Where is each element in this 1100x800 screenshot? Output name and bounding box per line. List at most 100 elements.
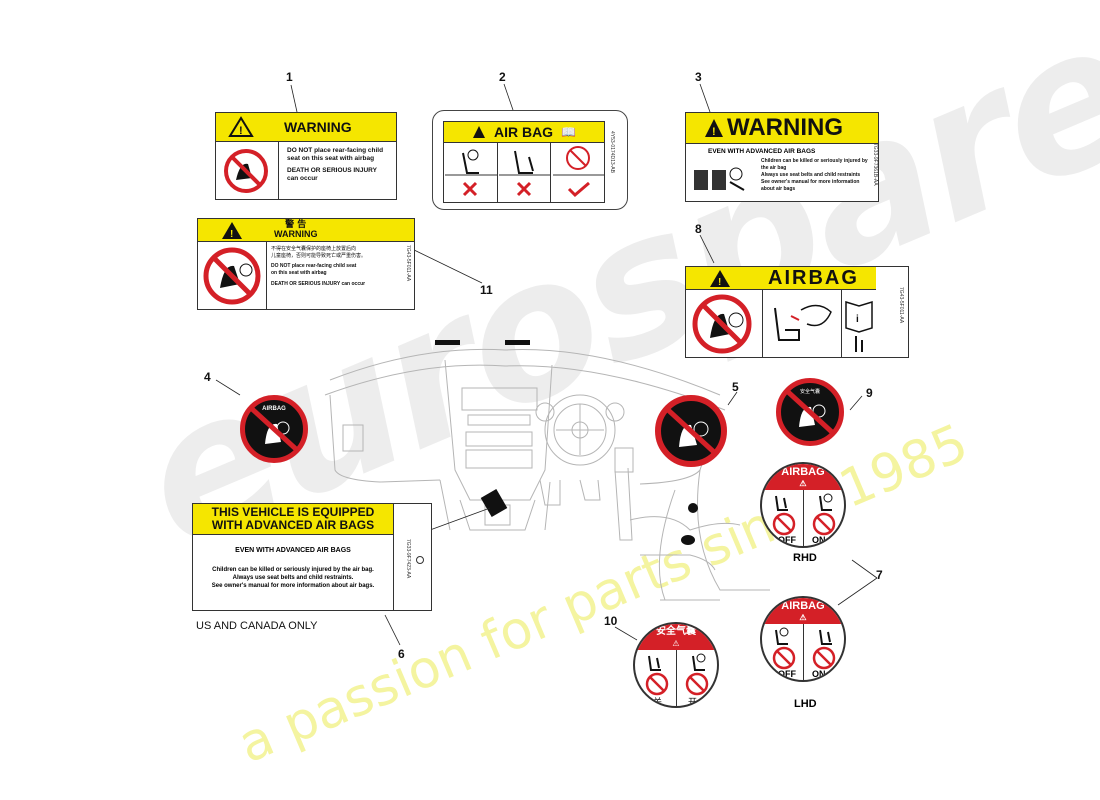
- warning-triangle-icon: !: [228, 116, 254, 137]
- label-3-subtitle: EVEN WITH ADVANCED AIR BAGS: [708, 148, 816, 155]
- label-4-airbag-disc: AIRBAG: [240, 395, 308, 463]
- label-4-text: AIRBAG: [262, 406, 286, 412]
- label-6-advanced-airbags: THIS VEHICLE IS EQUIPPED WITH ADVANCED A…: [192, 503, 432, 611]
- no-rear-facing-seat-icon: [785, 389, 835, 435]
- airbag-seat-icon: [445, 149, 498, 197]
- label-6-partno: 7G33-9F7423-AA: [405, 539, 411, 579]
- label-7-rhd-caption: RHD: [793, 552, 817, 564]
- callout-11: 11: [480, 283, 493, 297]
- label-3-partno: 7G33-9F7361B-AA: [872, 143, 878, 186]
- label-3-bullet2: Always use seat belts and child restrain…: [761, 172, 861, 178]
- label-8-partno: 7G43-5F011-AA: [898, 287, 904, 324]
- svg-text:!: !: [239, 125, 243, 137]
- off-on-seat-icons: [772, 627, 836, 670]
- label-3-bullet3a: See owner's manual for more information: [761, 179, 860, 185]
- label-1-line4: can occur: [287, 175, 318, 182]
- label-8-title: AIRBAG: [768, 266, 859, 289]
- label-11-line2: on this seat with airbag: [271, 270, 327, 276]
- label-3-bullet3b: about air bags: [761, 186, 796, 192]
- warning-triangle-icon: !: [222, 222, 242, 240]
- callout-4: 4: [204, 370, 211, 384]
- label-9-airbag-disc-chinese: 安全气囊: [776, 378, 844, 446]
- callout-10: 10: [604, 614, 618, 628]
- label-6-sub: EVEN WITH ADVANCED AIR BAGS: [235, 547, 351, 554]
- label-6-head1: THIS VEHICLE IS EQUIPPED: [211, 505, 375, 519]
- warning-triangle-icon: ⚠: [799, 613, 807, 622]
- label-9-text: 安全气囊: [799, 389, 820, 395]
- label-11-warning-chinese: ! 警 告 WARNING 不得在安全气囊保护的座椅上放置后向 儿童座椅，否则可…: [197, 218, 415, 310]
- label-10-off: 关: [653, 698, 663, 708]
- label-3-title: WARNING: [727, 114, 843, 141]
- airbag-deploy-icon: [774, 304, 832, 341]
- label-11-cn1: 不得在安全气囊保护的座椅上放置后向: [271, 246, 357, 252]
- warning-triangle-icon: ⚠: [799, 479, 807, 488]
- label-11-partno: 7G43-5F011-AA: [405, 245, 411, 282]
- svg-text:!: !: [712, 126, 716, 138]
- warning-triangle-icon: !: [705, 119, 723, 138]
- label-11-title-cn: 警 告: [285, 220, 307, 230]
- label-3-bullet1a: Children can be killed or seriously inju…: [761, 158, 868, 164]
- label-7-rhd-off: OFF: [778, 535, 796, 545]
- svg-text:i: i: [856, 314, 859, 325]
- label-1-title: WARNING: [284, 119, 352, 135]
- label-7-rhd-disc: AIRBAG ⚠ OFF ON: [760, 462, 846, 548]
- label-6-caption: US AND CANADA ONLY: [196, 620, 318, 632]
- label-10-airbag-disc-chinese: 安全气囊 ⚠ 关 开: [633, 622, 719, 708]
- label-1-warning: ! WARNING DO NOT place rear-facing child…: [215, 112, 397, 200]
- label-1-line3: DEATH OR SERIOUS INJURY: [287, 167, 377, 174]
- callout-3: 3: [695, 70, 702, 84]
- warning-triangle-icon: [472, 126, 485, 138]
- warning-triangle-icon: !: [710, 270, 730, 288]
- no-rear-facing-seat-icon: [665, 407, 717, 455]
- label-6-l2: Always use seat belts and child restrain…: [232, 575, 354, 581]
- label-2-title: AIR BAG: [493, 124, 554, 140]
- label-10-on: 开: [688, 698, 698, 708]
- no-rear-facing-seat-icon: [203, 247, 261, 305]
- label-7-lhd-on: ON: [812, 669, 826, 679]
- label-6-head2: WITH ADVANCED AIR BAGS: [211, 518, 375, 532]
- label-1-line2: seat on this seat with airbag: [287, 155, 375, 162]
- callout-7: 7: [876, 568, 883, 582]
- label-2-airbag: AIR BAG 📖 4Y53-0174D13-AB: [432, 110, 628, 210]
- mounting-hole: [416, 556, 424, 564]
- label-11-cn2: 儿童座椅，否则可能导致死亡或严重伤害。: [271, 253, 367, 259]
- label-7-rhd-title: AIRBAG: [781, 466, 825, 478]
- callout-8: 8: [695, 222, 702, 236]
- callout-1: 1: [286, 70, 293, 84]
- callout-6: 6: [398, 647, 405, 661]
- label-11-title: WARNING: [274, 229, 318, 239]
- label-6-l3: See owner's manual for more information …: [211, 583, 375, 589]
- label-7-lhd-caption: LHD: [794, 698, 817, 710]
- label-6-l1: Children can be killed or seriously inju…: [212, 567, 374, 573]
- no-rear-facing-seat-icon: [224, 149, 268, 193]
- label-8-airbag: ! AIRBAG i 7G43-5F011-AA: [685, 266, 909, 358]
- label-10-title: 安全气囊: [656, 626, 696, 637]
- label-1-line1: DO NOT place rear-facing child: [287, 147, 384, 154]
- svg-text:!: !: [230, 229, 233, 240]
- label-11-line1: DO NOT place rear-facing child seat: [271, 263, 357, 269]
- callout-2: 2: [499, 70, 506, 84]
- child-seat-airbag-icon: [694, 167, 745, 191]
- manual-book-icon: 📖: [561, 125, 577, 139]
- label-3-warning: ! WARNING EVEN WITH ADVANCED AIR BAGS Ch…: [685, 112, 879, 202]
- callout-9: 9: [866, 386, 873, 400]
- label-7-lhd-off: OFF: [778, 669, 796, 679]
- manual-book-icon: i: [845, 300, 873, 352]
- off-on-seat-icons: [772, 493, 836, 536]
- svg-text:!: !: [718, 277, 721, 288]
- warning-triangle-icon: ⚠: [672, 639, 680, 648]
- off-on-seat-icons: [645, 653, 709, 696]
- label-3-bullet1b: the air bag: [761, 165, 787, 171]
- label-2-partno: 4Y53-0174D13-AB: [609, 131, 615, 173]
- callout-5: 5: [732, 380, 739, 394]
- forward-seat-icon: [499, 150, 551, 197]
- label-7-rhd-on: ON: [812, 535, 826, 545]
- label-7-lhd-disc: AIRBAG ⚠ OFF ON: [760, 596, 846, 682]
- no-rear-facing-seat-icon: [249, 406, 299, 452]
- no-rear-facing-seat-icon: [692, 294, 752, 354]
- seated-passenger-icon: [552, 146, 605, 198]
- label-7-lhd-title: AIRBAG: [781, 600, 825, 612]
- label-11-line3: DEATH OR SERIOUS INJURY can occur: [271, 281, 366, 287]
- label-5-airbag-disc: [655, 395, 727, 467]
